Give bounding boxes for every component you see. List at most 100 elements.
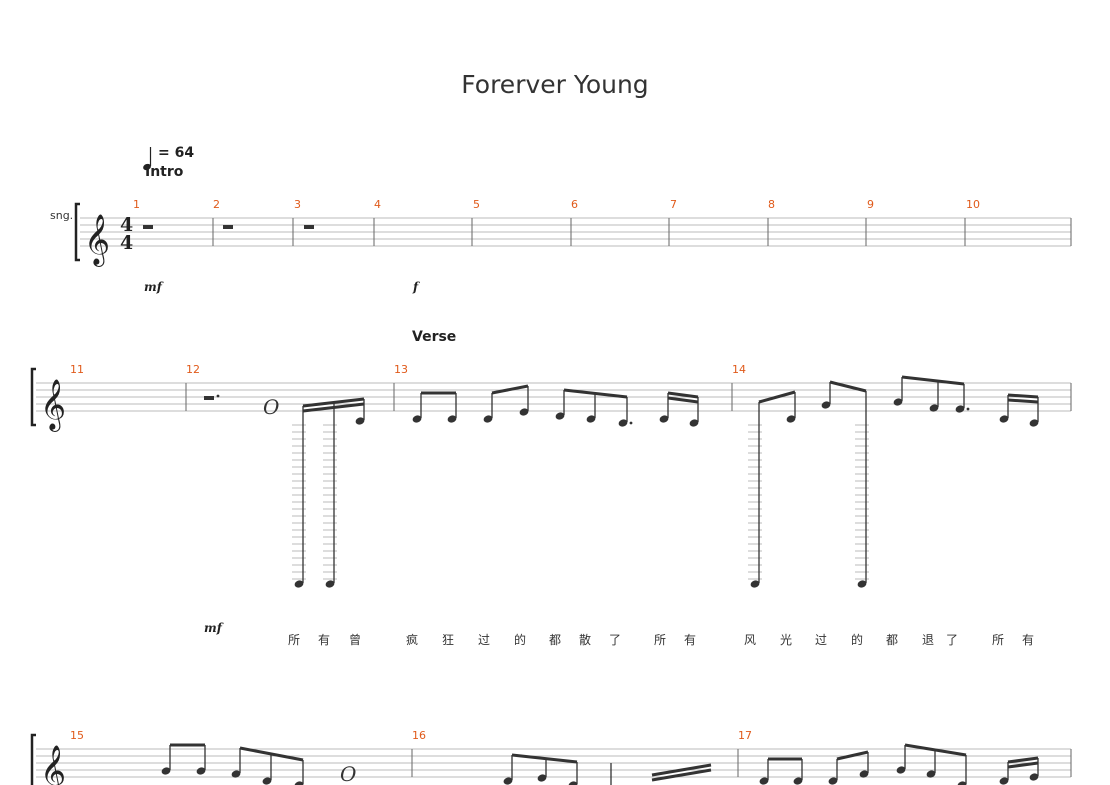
system-bracket [74,202,80,262]
note-head [483,415,493,423]
lyric-syllable: 曾 [349,633,362,647]
note-head [325,580,335,588]
note-head [926,770,936,778]
note-head [1029,419,1039,427]
dot [629,421,633,425]
note-beam [667,396,699,404]
note-head [828,777,838,785]
sixteenth-rest: 𝑂 [340,762,356,785]
note-head [929,404,939,412]
note-head [294,580,304,588]
note-head [447,415,457,423]
note-head [896,766,906,774]
treble-clef-icon: 𝄞 [84,214,110,267]
measure-number: 16 [412,729,426,742]
dynamic-mf: mf [144,280,162,294]
measure-number: 8 [768,198,775,211]
note-beam [302,397,365,408]
treble-clef-icon: 𝄞 [40,379,66,432]
lyric-syllable: 疯 [406,633,419,647]
note-head [231,770,241,778]
note-head [759,777,769,785]
section-label-verse: Verse [412,329,457,345]
note-beam [491,384,529,395]
dynamic-mf: mf [204,621,222,635]
note-head [294,781,304,785]
note-head [196,767,206,775]
note-beam [1007,756,1039,764]
measure-number: 10 [966,198,980,211]
lyric-syllable: 狂 [442,633,455,647]
note-head [555,412,565,420]
note-beam [563,388,628,399]
lyric-syllable: 有 [684,633,697,647]
note-head [793,777,803,785]
note-head [537,774,547,782]
note-beam [758,390,796,404]
dynamic-f: f [413,280,419,294]
measure-number: 14 [732,363,746,376]
measure-number: 2 [213,198,220,211]
note-head [262,777,272,785]
notes: 𝑂𝑂 [143,225,1039,785]
note-beam [1007,761,1039,769]
measure-number: 12 [186,363,200,376]
lyric-syllable: 所 [992,633,1005,647]
note-beam [667,391,699,399]
lyric-syllable: 所 [288,633,301,647]
note-head [857,580,867,588]
lyric-syllable: 退 [922,633,935,647]
note-head [689,419,699,427]
measure-number: 3 [294,198,301,211]
system-bracket [30,733,36,785]
lyric-syllable: 过 [815,633,828,647]
note-head [786,415,796,423]
instrument-label: sng. [50,209,74,222]
note-head [586,415,596,423]
measure-number: 7 [670,198,677,211]
treble-clef-icon: 𝄞 [40,745,66,785]
note-beam [1007,398,1039,404]
note-head [503,777,513,785]
note-head [412,415,422,423]
dot [966,407,970,411]
lyric-syllable: 了 [946,633,959,647]
note-head [355,417,365,425]
measure-number: 6 [571,198,578,211]
note-head [659,415,669,423]
note-head [161,767,171,775]
measure-number: 5 [473,198,480,211]
note-beam [651,768,712,782]
half-rest [223,225,233,229]
note-head [618,419,628,427]
lyric-syllable: 了 [609,633,622,647]
measure-number: 13 [394,363,408,376]
note-beam [901,375,965,386]
lyric-syllable: 的 [851,633,864,647]
note-head [568,781,578,785]
lyric-syllable: 光 [780,633,793,647]
lyric-syllable: 散 [579,633,592,647]
note-head [519,408,529,416]
measure-number: 17 [738,729,752,742]
system-bracket [30,367,36,427]
note-beam [651,763,712,777]
lyric-syllable: 都 [549,633,562,647]
lyric-syllable: 的 [514,633,527,647]
sixteenth-rest: 𝑂 [263,395,279,419]
measure-number: 15 [70,729,84,742]
measure-number: 4 [374,198,381,211]
note-beam [829,380,867,393]
lyric-syllable: 过 [478,633,491,647]
note-beam [836,750,869,761]
note-beam [1007,393,1039,399]
lyric-syllable: 风 [744,633,757,647]
time-signature-top: 4 [120,214,133,236]
half-rest [304,225,314,229]
half-rest [143,225,153,229]
measure-number: 11 [70,363,84,376]
note-beam [302,402,365,413]
tempo-marking: = 64 [158,145,195,161]
measure-number: 9 [867,198,874,211]
